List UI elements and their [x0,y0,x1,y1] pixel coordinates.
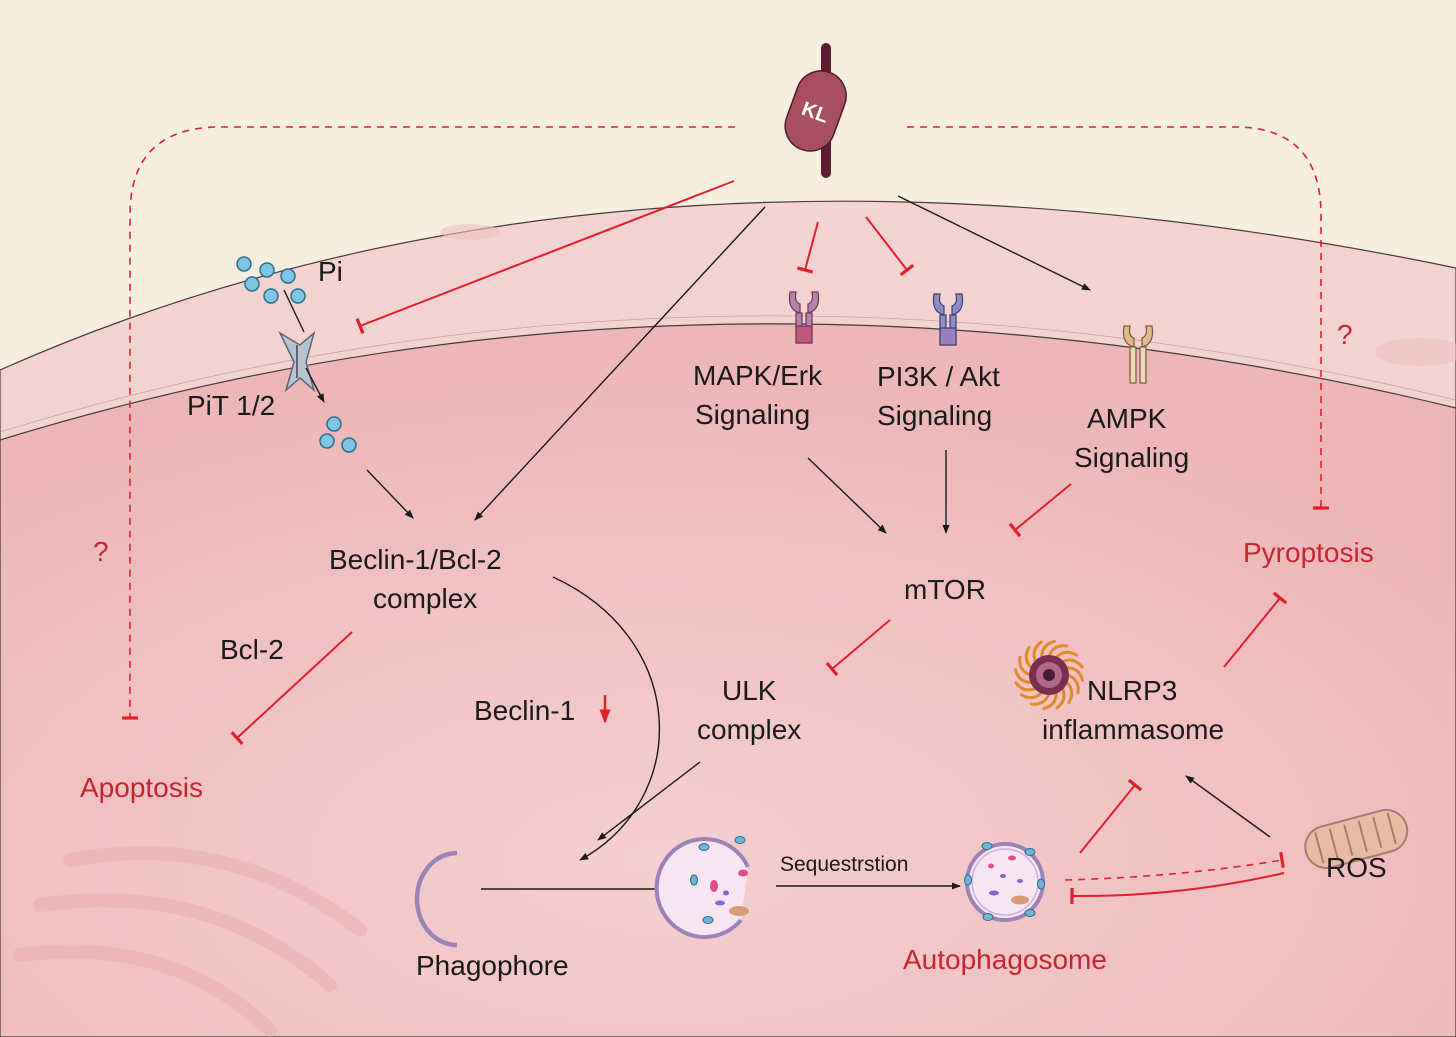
nlrp3-ray [1042,691,1058,711]
nlrp3-ray [1065,680,1074,704]
pi-transport-arrow-1 [283,289,305,333]
nlrp3-ray [1013,668,1033,684]
ros-label: ROS [1326,852,1387,883]
nlrp3-ray [1032,640,1043,664]
nlrp3-ray [1047,644,1069,658]
ros-nlrp3-arrow [1185,775,1271,838]
nlrp3-ray [1054,650,1078,659]
ampk-receptor-icon [1122,325,1154,384]
beclin-complex-label: Beclin-1/Bcl-2 complex [329,544,510,614]
klotho-beclin-arrow [474,206,766,521]
nlrp3-ray [1018,655,1032,677]
unknown-mark-right: ? [1337,319,1353,350]
apoptosis-label: Apoptosis [80,772,203,803]
klotho-mapk-inhibition [796,221,819,274]
unknown-mark-left: ? [93,536,109,567]
mtor-label: mTOR [904,574,986,605]
beclin1-label: Beclin-1 [474,695,575,726]
nlrp3-ray [1020,691,1044,700]
mitochondrion-icon [1304,808,1409,869]
mapk-label: MAPK/Erk Signaling [693,360,830,430]
klotho-protein: KL [784,43,847,178]
nlrp3-label: NLRP3 inflammasome [1042,675,1224,745]
golgi-background [13,846,367,1037]
pi3k-label: PI3K / Akt Signaling [877,361,1008,431]
nlrp3-ray [1060,658,1084,669]
klotho-pyroptosis-dashed-inhibition [907,126,1329,510]
autophagosome-nlrp3-inhibition [1079,778,1143,854]
forming-autophagosome-icon [654,836,750,939]
cytoplasm-region [0,323,1456,1037]
phagophore-icon [414,850,458,948]
mapk-receptor-icon [788,291,820,344]
pi-beclin-arrow [366,469,414,519]
pi-particles-inside [319,416,357,453]
nlrp3-ray [1014,681,1038,692]
bcl2-label: Bcl-2 [220,634,284,665]
ampk-mtor-inhibition [1008,483,1072,538]
pi3k-receptor-icon [932,293,964,346]
pi-label: Pi [318,256,343,287]
nlrp3-inflammasome-icon [1013,639,1085,711]
nlrp3-ray [1024,646,1033,670]
klotho-apoptosis-dashed-inhibition [122,126,735,720]
klotho-ampk-arrow [897,195,1091,291]
ampk-label: AMPK Signaling [1074,403,1189,473]
nlrp3-pyroptosis-inhibition [1223,591,1288,668]
pyroptosis-label: Pyroptosis [1243,537,1374,568]
membrane-texture [440,224,1456,366]
nlrp3-ray [1066,673,1080,695]
bcl2-apoptosis-inhibition [230,631,353,745]
pi-particles-outside [236,256,306,304]
phagophore-label: Phagophore [416,950,569,981]
ulk-phagophore-arrow [597,761,701,841]
autophagosome-label: Autophagosome [903,944,1107,975]
ros-autophagosome-inhibition [1070,872,1285,905]
pit-label: PiT 1/2 [187,390,275,421]
membrane-bilayer-line [0,315,1456,433]
autophagosome-icon [964,842,1045,922]
ulk-label: ULK complex [697,675,801,745]
beclin-phagophore-arrow [552,576,661,861]
nlrp3-ray [1065,666,1085,682]
pi-transport-arrow-2 [305,367,325,403]
sequestration-label: Sequestrstion [780,853,908,876]
klotho-pi3k-inhibition [865,216,915,277]
nlrp3-ray [1040,639,1056,659]
pit-transporter-icon [278,330,316,393]
nlrp3-ray [1055,686,1066,710]
nlrp3-ray [1029,692,1051,706]
mapk-mtor-arrow [807,457,887,534]
klotho-pit-inhibition [355,180,735,335]
mtor-ulk-inhibition [825,619,891,677]
autophagosome-ros-dashed-inhibition [1064,851,1285,881]
